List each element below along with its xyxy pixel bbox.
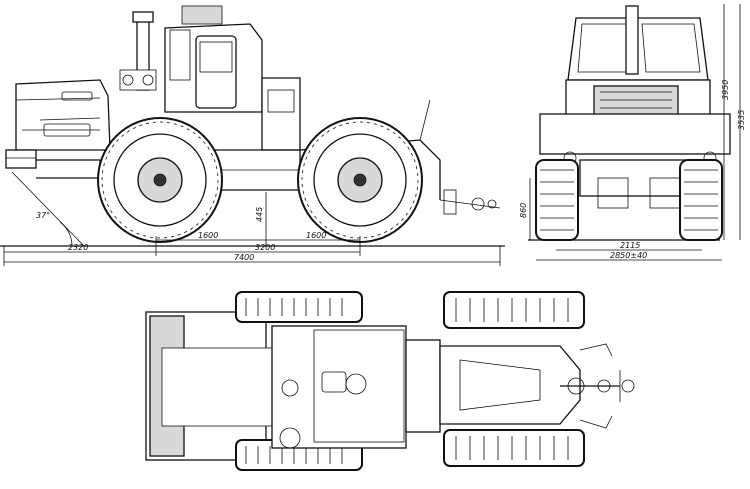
front-view: 3950 3535 860 2115 2850±40 bbox=[519, 4, 746, 261]
axle-front-half-label: 1600 bbox=[198, 231, 218, 240]
track-width-label: 2115 bbox=[620, 241, 640, 250]
approach-angle-label: 37° bbox=[36, 211, 50, 220]
ground-clearance-label: 445 bbox=[255, 207, 264, 222]
hitch-height-label: 860 bbox=[519, 203, 528, 218]
front-overhang-label: 2320 bbox=[68, 243, 88, 252]
wheelbase-label: 3200 bbox=[255, 243, 275, 252]
overall-length-label: 7400 bbox=[234, 253, 254, 262]
side-view: 37° 445 2320 1600 1600 3200 7400 bbox=[0, 5, 505, 266]
exhaust-height-label: 3950 bbox=[721, 80, 730, 100]
cab-height-label: 3535 bbox=[737, 110, 746, 130]
axle-rear-half-label: 1600 bbox=[306, 231, 326, 240]
top-view bbox=[145, 291, 635, 471]
overall-width-label: 2850±40 bbox=[610, 251, 647, 260]
